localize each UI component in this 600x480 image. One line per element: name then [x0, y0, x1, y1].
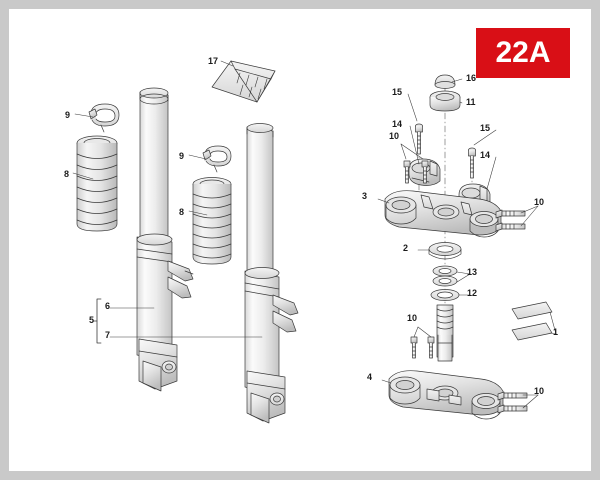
fork-leg-right-assembly — [244, 123, 299, 424]
group-bracket-5 — [92, 298, 263, 344]
callout-11: 11 — [466, 97, 476, 107]
diagram-sheet: 9 8 17 9 8 5 6 7 16 11 15 14 15 14 10 3 … — [9, 9, 591, 471]
fork-boot-right — [192, 177, 232, 265]
callout-3: 3 — [362, 191, 368, 201]
handlebar-clamp-bolt-left — [415, 123, 423, 155]
clamp-bolt-lower-pair — [410, 336, 435, 359]
callout-10-upper-right: 10 — [534, 197, 545, 207]
callout-15-right: 15 — [480, 123, 491, 133]
clamp-bolt-upper-right-pair — [495, 209, 526, 232]
callout-12: 12 — [467, 288, 478, 298]
clamp-bolt-upper-pair — [403, 160, 429, 184]
plate-code-text: 22A — [495, 36, 551, 69]
callout-17: 17 — [208, 56, 219, 66]
steering-stem-nut — [429, 90, 461, 112]
callout-8-right: 8 — [179, 207, 185, 217]
callout-5: 5 — [89, 315, 95, 325]
clamp-bolt-lower-right-pair — [497, 391, 528, 414]
steering-stem-shaft — [436, 304, 454, 362]
callout-14-left: 14 — [392, 119, 403, 129]
callout-4: 4 — [367, 372, 373, 382]
callout-8-left: 8 — [64, 169, 70, 179]
handlebar-clamp-bolt-right — [468, 147, 476, 179]
upper-triple-clamp — [384, 190, 502, 238]
steering-stem-cap — [434, 74, 456, 89]
boot-clamp-right — [202, 145, 232, 173]
callout-9-left: 9 — [65, 110, 71, 120]
callout-10-upper-left: 10 — [389, 131, 400, 141]
identification-plates — [511, 301, 553, 341]
callout-13: 13 — [467, 267, 478, 277]
leader-lines — [72, 60, 557, 409]
plate-code-badge: 22A — [476, 28, 570, 78]
callout-1: 1 — [553, 327, 559, 337]
fork-protector-pad — [211, 60, 276, 103]
lower-triple-clamp — [388, 370, 504, 420]
fork-leg-left-assembly — [136, 87, 194, 392]
parts-diagram-drawing — [72, 60, 557, 424]
callout-6: 6 — [105, 301, 111, 311]
callout-16: 16 — [466, 73, 477, 83]
callout-10-lower-right: 10 — [534, 386, 545, 396]
callout-10-lower-left: 10 — [407, 313, 418, 323]
callout-7: 7 — [105, 330, 111, 340]
callout-2: 2 — [403, 243, 409, 253]
steering-bearing-stack — [428, 242, 462, 301]
fork-boot-left — [76, 135, 118, 232]
callout-14-right: 14 — [480, 150, 491, 160]
callout-9-right: 9 — [179, 151, 185, 161]
callout-15-left: 15 — [392, 87, 403, 97]
boot-clamp-left — [88, 103, 120, 133]
